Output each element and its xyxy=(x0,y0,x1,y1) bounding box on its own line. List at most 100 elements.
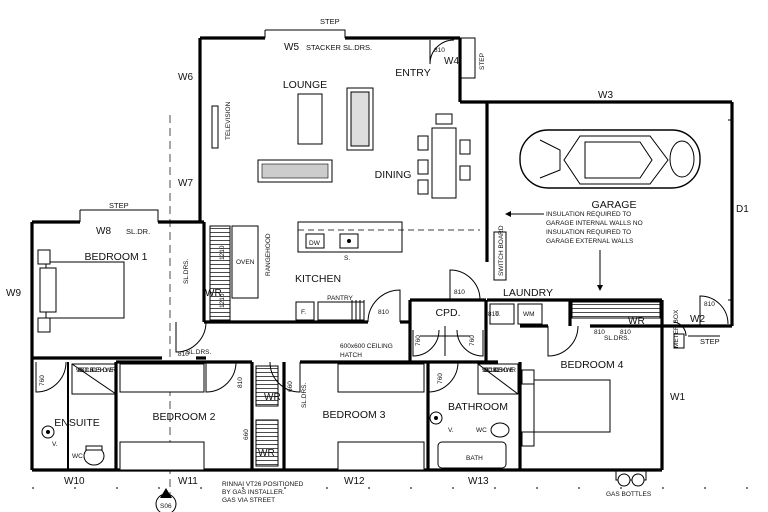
dim-760-cpd-b: 760 xyxy=(469,335,476,346)
insulation-note-line-2: GARAGE INTERNAL WALLS NO xyxy=(546,220,643,227)
washing-machine-label: WM xyxy=(523,311,535,318)
room-label-garage: GARAGE xyxy=(592,199,637,211)
interior-walls xyxy=(32,102,664,470)
rinnai-note-1: RINNAI VT26 POSITIONED xyxy=(222,481,304,488)
room-label-bedroom2: BEDROOM 2 xyxy=(152,411,215,423)
dimension-labels: 810 810 810 810 810 810 810 810 810 1210… xyxy=(39,47,715,440)
bath-label: BATH xyxy=(466,455,483,462)
window-label-w2: W2 xyxy=(690,314,705,325)
dim-810-bed2: 810 xyxy=(237,377,244,388)
vanity-label-bathroom: V. xyxy=(448,427,454,434)
dim-660-a: 660 xyxy=(287,381,294,392)
room-label-dining: DINING xyxy=(375,169,412,181)
ceiling-hatch-label-1: 600x600 CEILING xyxy=(340,343,393,350)
trough-label: T. xyxy=(495,311,500,318)
sliding-doors-label-bed1: SL.DRS. xyxy=(183,259,190,284)
ceiling-hatch-label-2: HATCH xyxy=(340,352,362,359)
wc-label-ensuite: WC xyxy=(72,453,83,460)
stacker-doors-label: STACKER SL.DRS. xyxy=(306,43,372,52)
window-label-w10: W10 xyxy=(64,476,85,487)
dim-810-entry: 810 xyxy=(434,47,445,54)
dim-810-bed4: 810 xyxy=(594,329,605,336)
insulation-note-line-3: INSULATION REQUIRED TO xyxy=(546,229,631,236)
switch-board-label: SWITCH BOARD xyxy=(498,225,505,276)
north-symbol xyxy=(155,488,177,512)
vanity-label-ensuite: V. xyxy=(52,441,58,448)
rinnai-note-2: BY GAS INSTALLER. xyxy=(222,489,285,496)
window-label-w5: W5 xyxy=(284,42,299,53)
wardrobe-label-bed1: WR xyxy=(205,288,222,299)
room-label-lounge: LOUNGE xyxy=(283,79,327,91)
room-label-bathroom: BATHROOM xyxy=(448,401,508,413)
step-label-entry: STEP xyxy=(479,53,486,70)
wardrobe-label-bed3: WR xyxy=(258,448,275,459)
dim-760-ensuite: 760 xyxy=(39,375,46,386)
wardrobe-label-bed2: WR xyxy=(264,392,281,403)
lounge-furniture xyxy=(211,87,374,183)
window-label-w12: W12 xyxy=(344,476,365,487)
north-label: S06 xyxy=(160,503,172,510)
window-label-w8: W8 xyxy=(96,226,111,237)
insulation-note-line-4: GARAGE EXTERNAL WALLS xyxy=(546,238,634,245)
room-label-cupboard: CPD. xyxy=(435,307,460,319)
insulation-note: INSULATION REQUIRED TO GARAGE INTERNAL W… xyxy=(546,211,643,245)
window-label-w7: W7 xyxy=(178,178,193,189)
room-label-bedroom4: BEDROOM 4 xyxy=(560,359,623,371)
window-label-w3: W3 xyxy=(598,90,613,101)
sink-label: S. xyxy=(344,255,350,262)
door-swings xyxy=(35,39,729,393)
fridge-label: F. xyxy=(301,309,306,316)
dim-810-w2: 810 xyxy=(704,301,715,308)
room-label-ensuite: ENSUITE xyxy=(54,417,100,429)
bedroom-furniture xyxy=(37,249,611,471)
room-labels: LOUNGE ENTRY DINING KITCHEN GARAGE BEDRO… xyxy=(54,67,636,429)
dim-660-b: 660 xyxy=(243,429,250,440)
step-label-top: STEP xyxy=(320,17,340,26)
window-labels: W1 W2 W3 W4 W5 W6 W7 W8 W9 W10 W11 W12 W… xyxy=(6,42,749,487)
dim-810-laundry: 810 xyxy=(454,289,465,296)
insulation-note-line-1: INSULATION REQUIRED TO xyxy=(546,211,631,218)
sliding-doors-label-laundry: SL.DRS. xyxy=(604,335,629,342)
window-label-w9: W9 xyxy=(6,288,21,299)
window-label-w11: W11 xyxy=(178,476,198,487)
sliding-doors-label-bed3: SL.DRS. xyxy=(301,383,308,408)
room-label-laundry: LAUNDRY xyxy=(503,287,553,299)
step-label-bed1: STEP xyxy=(109,201,129,210)
rinnai-note-3: GAS VIA STREET xyxy=(222,497,275,504)
room-label-kitchen: KITCHEN xyxy=(295,273,341,285)
dim-810-bed4-b: 810 xyxy=(620,329,631,336)
dim-760-cpd-a: 760 xyxy=(415,335,422,346)
annotations: STEP STEP STEP STEP STACKER SL.DRS. SL.D… xyxy=(52,17,720,510)
oven-label: OVEN xyxy=(236,259,255,266)
wc-label-bathroom: WC xyxy=(476,427,487,434)
kitchen-fixtures xyxy=(231,221,480,321)
sliding-doors-label-hall: SL.DRS. xyxy=(186,349,211,356)
dim-810-pantry: 810 xyxy=(378,309,389,316)
television-label: TELEVISION xyxy=(225,101,232,140)
dishwasher-label: DW xyxy=(309,240,321,247)
room-label-pantry: PANTRY xyxy=(327,295,353,302)
window-label-w4: W4 xyxy=(444,56,459,67)
rangehood-label: RANGEHOOD xyxy=(265,233,272,276)
room-label-bedroom3: BEDROOM 3 xyxy=(322,409,385,421)
step-label-garage: STEP xyxy=(700,337,720,346)
meter-box-label: METER BOX xyxy=(673,309,680,348)
shower-label-ensuite: 900 SQ. CUBICLE SHOWER xyxy=(76,367,116,374)
door-label-d1: D1 xyxy=(736,204,749,215)
dim-810-cpd: 810 xyxy=(488,311,499,318)
car xyxy=(519,129,701,189)
shower-label-bathroom: 900 SQ. CUBICLE SHOWER xyxy=(482,367,516,374)
bathroom-fixtures xyxy=(41,326,685,487)
insulation-arrows xyxy=(505,211,603,291)
dim-1210-b: 1210 xyxy=(219,293,226,308)
wardrobes xyxy=(209,225,661,467)
window-label-w1: W1 xyxy=(670,392,685,403)
room-label-bedroom1: BEDROOM 1 xyxy=(84,251,147,263)
wardrobe-label-bed4: WR xyxy=(628,316,645,327)
window-label-w13: W13 xyxy=(468,476,489,487)
sliding-door-label-bed1: SL.DR. xyxy=(126,227,150,236)
dim-760-bath: 760 xyxy=(437,373,444,384)
laundry-fixtures xyxy=(489,231,543,325)
dim-1210-a: 1210 xyxy=(219,245,226,260)
